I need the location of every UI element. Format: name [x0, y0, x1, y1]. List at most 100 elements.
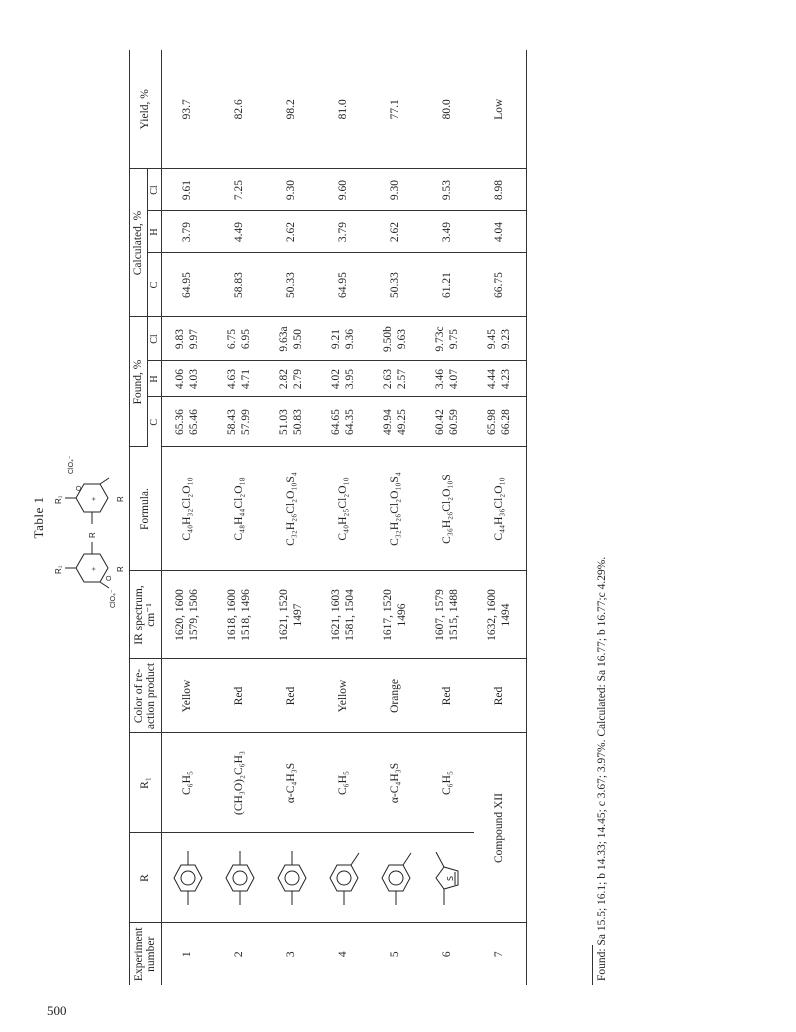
p-tolyl-icon: [220, 849, 260, 907]
r1-value: α-C₄H₃S: [265, 733, 318, 833]
ir-line-2: 1496: [395, 603, 408, 627]
header-calc-cl: Cl: [147, 169, 162, 211]
formula-value: C₄₀H₃₂Cl₂O₁₀: [161, 447, 214, 571]
color-value: Red: [213, 659, 266, 733]
exp-number: 3: [285, 951, 298, 958]
calc-h: 2.62: [265, 211, 318, 253]
m-tolyl-icon: [376, 849, 416, 907]
rotated-table-page: Table 1 R₁ R₁ R R R ClO₄⁻ ClO₄⁻ O O + +: [31, 50, 771, 985]
exp-number: 4: [337, 951, 350, 958]
struct-r-right: R: [116, 496, 125, 502]
r-structure: [161, 833, 214, 923]
ir-line-2: 1497: [291, 603, 304, 627]
found-cl-1: 6.75: [226, 328, 239, 350]
header-color: Color of re-action product: [129, 659, 162, 733]
calc-cl: 9.60: [317, 169, 370, 211]
struct-r1-left: R₁: [54, 565, 63, 574]
ir-line-2: 1581, 1504: [343, 589, 356, 641]
r1-value: C₆H₅: [421, 733, 474, 833]
struct-r-center: R: [88, 532, 97, 538]
found-h-2: 4.71: [239, 368, 252, 390]
calc-c: 50.33: [265, 253, 318, 317]
header-found-c: C: [147, 397, 162, 447]
calc-h: 4.04: [473, 211, 527, 253]
ir-line-1: 1618, 1600: [226, 589, 239, 641]
found-cl-2: 9.75: [447, 328, 460, 350]
table-title: Table 1: [31, 496, 46, 539]
formula-value: C₃₆H₂₆Cl₂O₁₀S: [421, 447, 474, 571]
color-value: Red: [265, 659, 318, 733]
calc-cl: 8.98: [473, 169, 527, 211]
calc-c: 50.33: [369, 253, 422, 317]
found-cl-2: 9.50: [291, 328, 304, 350]
header-found: Found, %: [129, 317, 148, 447]
header-calc-c: C: [147, 253, 162, 317]
found-h-1: 4.06: [174, 368, 187, 390]
found-h-1: 4.63: [226, 368, 239, 390]
struct-r1-right: R₁: [54, 495, 63, 504]
r-structure: [265, 833, 318, 923]
found-h-1: 3.46: [434, 368, 447, 390]
found-cl-1: 9.45: [486, 328, 499, 350]
calc-c: 58.83: [213, 253, 266, 317]
color-value: Red: [473, 659, 527, 733]
struct-r-left: R: [116, 566, 125, 572]
ir-line-2: 1515, 1488: [447, 589, 460, 641]
m-tolyl-icon: [324, 849, 364, 907]
color-value: Red: [421, 659, 474, 733]
found-cl-2: 9.63: [395, 328, 408, 350]
footnote-rule: [592, 945, 593, 985]
compound-label: Compound XII: [473, 733, 527, 923]
found-h-2: 2.79: [291, 368, 304, 390]
calc-cl: 9.30: [265, 169, 318, 211]
ir-line-2: 1579, 1506: [187, 589, 200, 641]
r-structure: [369, 833, 422, 923]
thienyl-icon: S: [428, 849, 468, 907]
header-calc-h: H: [147, 211, 162, 253]
calc-cl: 7.25: [213, 169, 266, 211]
exp-number: 2: [233, 951, 246, 958]
ir-line-1: 1607, 1579: [434, 589, 447, 641]
ir-line-1: 1617, 1520: [382, 589, 395, 641]
found-c-2: 50.83: [291, 409, 304, 435]
yield-value: Low: [473, 50, 527, 169]
found-c-1: 49.94: [382, 409, 395, 435]
color-value: Yellow: [161, 659, 214, 733]
table-footnote: Found: Sa 15.5; 16.1; b 14.33; 14.45; c …: [596, 556, 608, 981]
r-structure: [213, 833, 266, 923]
calc-h: 3.49: [421, 211, 474, 253]
found-cl-1: 9.63a: [278, 326, 291, 352]
r1-value: C₆H₅: [161, 733, 214, 833]
found-cl-1: 9.73c: [434, 326, 447, 352]
calc-c: 61.21: [421, 253, 474, 317]
page-number: 500: [47, 1003, 67, 1018]
struct-o-right: O: [76, 485, 83, 491]
calc-cl: 9.30: [369, 169, 422, 211]
calc-cl: 9.53: [421, 169, 474, 211]
ir-line-2: 1494: [499, 603, 512, 627]
r-structure: [317, 833, 370, 923]
exp-number: 6: [441, 951, 454, 958]
ir-line-1: 1621, 1603: [330, 589, 343, 641]
exp-number: 5: [389, 951, 402, 958]
color-value: Orange: [369, 659, 422, 733]
